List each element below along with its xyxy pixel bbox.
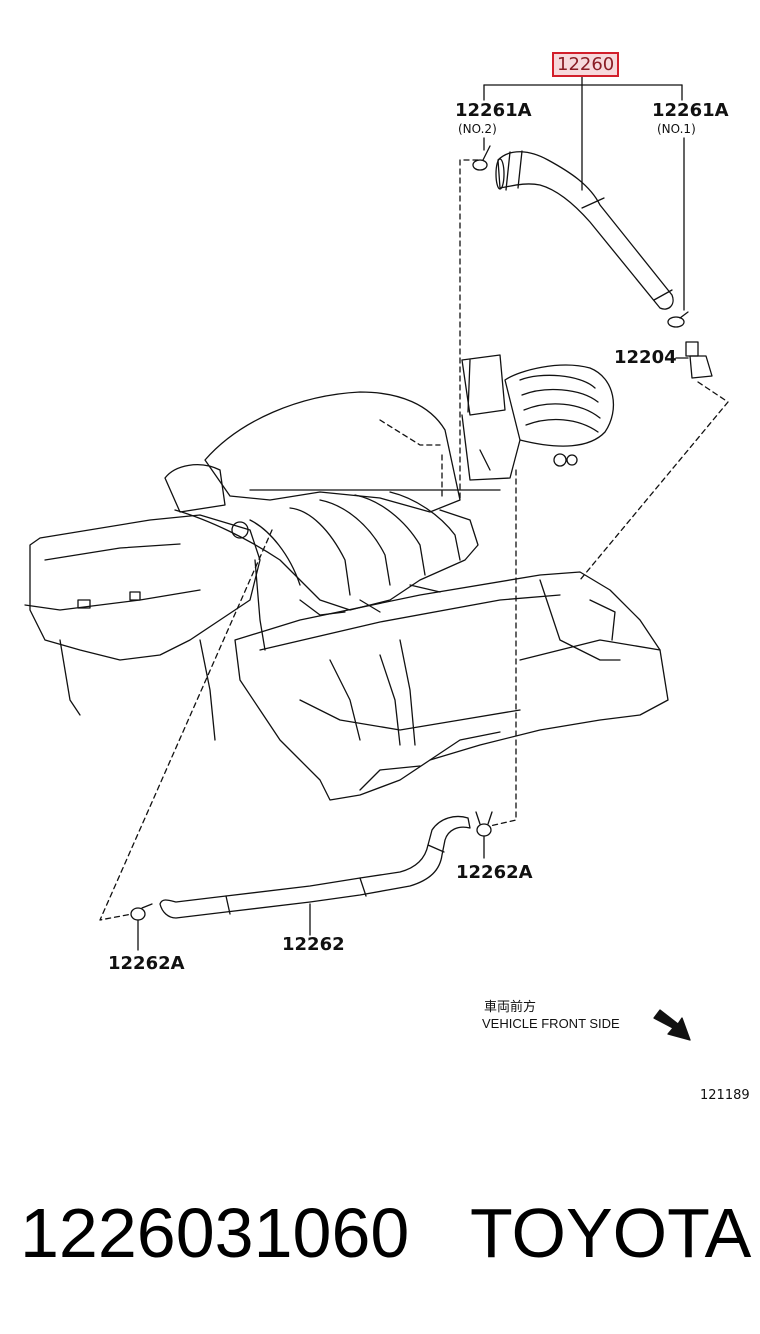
- brand-name: TOYOTA: [470, 1194, 752, 1272]
- engine-left: [24, 514, 266, 741]
- routing-dashed-lines: [99, 159, 729, 921]
- clamp-right: [475, 811, 493, 859]
- cylinder-head: [234, 571, 669, 801]
- callout-12262a-right[interactable]: 12262A: [456, 862, 533, 883]
- callout-12261a-no1-sub: (NO.1): [657, 122, 696, 136]
- ventilation-hose-upper: [495, 150, 674, 310]
- callout-12261a-no2[interactable]: 12261A: [455, 100, 532, 121]
- callout-12204[interactable]: 12204: [614, 347, 677, 368]
- callout-12262[interactable]: 12262: [282, 934, 345, 955]
- intake-manifold: [164, 391, 501, 616]
- throttle-body: [461, 354, 615, 481]
- pcv-valve-12204: [675, 341, 713, 379]
- callout-12261a-no2-sub: (NO.2): [458, 122, 497, 136]
- clamp-left: [130, 903, 153, 951]
- ventilation-hose-lower: [159, 815, 471, 936]
- direction-label-jp: 車両前方: [484, 999, 537, 1014]
- callout-12262a-left[interactable]: 12262A: [108, 953, 185, 974]
- callout-12261a-no1[interactable]: 12261A: [652, 100, 729, 121]
- leader-12260: [483, 73, 683, 191]
- figure-number: 121189: [700, 1088, 750, 1103]
- arrow-icon: [653, 1009, 691, 1041]
- callout-12260[interactable]: 12260: [552, 52, 620, 77]
- direction-label-en: VEHICLE FRONT SIDE: [482, 1016, 620, 1031]
- clip-no2: [472, 145, 491, 171]
- clip-no1: [667, 311, 689, 328]
- part-number: 1226031060: [20, 1194, 410, 1272]
